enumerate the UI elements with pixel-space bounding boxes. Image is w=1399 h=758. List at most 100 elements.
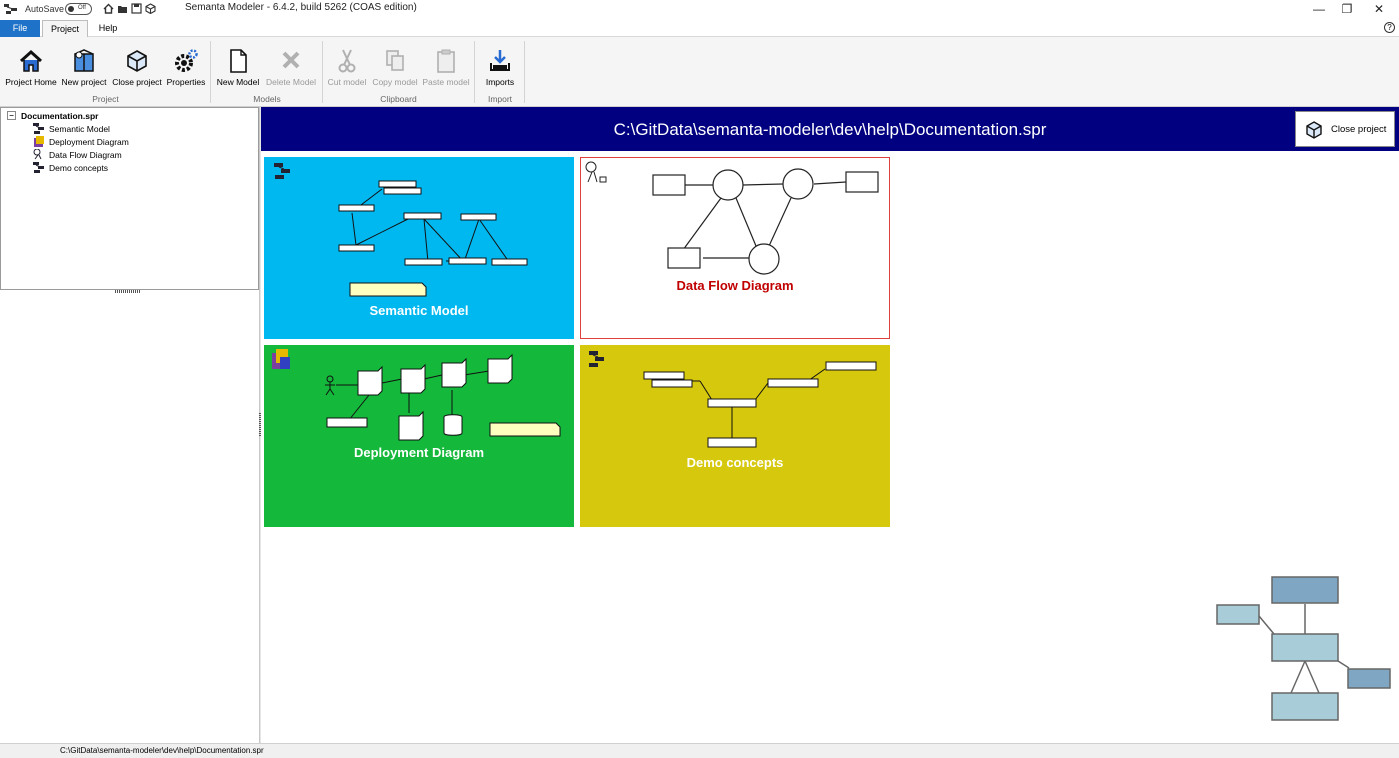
tree-root[interactable]: −Documentation.spr [7, 110, 98, 122]
new-document-icon [230, 49, 247, 73]
group-import-label: Import [487, 94, 513, 104]
cube-icon[interactable] [145, 3, 156, 14]
deployment-diagram-icon [272, 349, 290, 369]
ribbon-tabs: File Project Help ? [0, 20, 1399, 38]
actor-figure [325, 375, 335, 396]
project-tree: −Documentation.spr Semantic Model Deploy… [0, 107, 259, 290]
data-flow-diagram-icon [585, 161, 607, 183]
tab-help[interactable]: Help [98, 23, 118, 33]
close-window-button[interactable]: ✕ [1373, 2, 1385, 16]
help-icon[interactable]: ? [1384, 22, 1395, 33]
tree-root-label: Documentation.spr [21, 111, 99, 121]
tile-title: Demo concepts [686, 455, 784, 470]
delete-model-button[interactable]: Delete Model [263, 47, 319, 97]
close-project-ribbon-button[interactable]: Close project [111, 47, 163, 97]
close-project-label: Close project [112, 77, 162, 87]
copy-model-label: Copy model [372, 77, 418, 87]
tree-item-label: Data Flow Diagram [49, 150, 122, 160]
data-flow-diagram-icon [33, 149, 42, 160]
tree-item-label: Semantic Model [49, 124, 110, 134]
import-icon [490, 50, 510, 71]
gear-icon [175, 49, 198, 72]
tile-title: Semantic Model [369, 303, 469, 318]
splitter-grip [115, 290, 141, 293]
semantic-model-thumbnail [274, 163, 528, 297]
ribbon-separator [322, 41, 323, 103]
semantic-model-icon [33, 123, 44, 134]
save-icon[interactable] [131, 3, 142, 14]
demo-concepts-thumbnail [589, 351, 877, 448]
semantic-model-icon [589, 351, 604, 367]
project-home-label: Project Home [5, 77, 57, 87]
new-project-label: New project [61, 77, 107, 87]
ribbon-separator [474, 41, 475, 103]
tree-item-label: Demo concepts [49, 163, 109, 173]
cut-model-button[interactable]: Cut model [326, 47, 368, 97]
delete-icon [282, 51, 300, 69]
toggle-knob [68, 6, 74, 12]
tree-item-data-flow-diagram[interactable]: Data Flow Diagram [33, 149, 122, 161]
model-tile-data-flow-diagram[interactable]: Data Flow Diagram [580, 157, 890, 339]
new-model-button[interactable]: New Model [215, 47, 261, 97]
restore-button[interactable]: ❐ [1341, 2, 1353, 16]
paste-icon [437, 49, 455, 73]
status-path: C:\GitData\semanta-modeler\dev\help\Docu… [60, 746, 264, 755]
vertical-splitter[interactable] [259, 107, 261, 743]
imports-button[interactable]: Imports [478, 47, 522, 97]
app-watermark-graphic [1216, 576, 1391, 721]
paste-model-button[interactable]: Paste model [421, 47, 471, 97]
minimize-button[interactable]: — [1313, 2, 1325, 16]
app-logo-icon [4, 4, 17, 14]
window-title: Semanta Modeler - 6.4.2, build 5262 (COA… [185, 2, 417, 13]
horizontal-splitter[interactable] [0, 290, 259, 294]
scissors-icon [338, 49, 356, 73]
copy-icon [386, 50, 404, 71]
properties-button[interactable]: Properties [165, 47, 207, 97]
tab-project[interactable]: Project [42, 20, 88, 38]
model-tile-demo-concepts[interactable]: Demo concepts [580, 345, 890, 527]
project-header: C:\GitData\semanta-modeler\dev\help\Docu… [261, 107, 1399, 151]
model-tile-deployment-diagram[interactable]: Deployment Diagram [264, 345, 574, 527]
close-project-button[interactable]: Close project [1295, 111, 1395, 147]
deployment-thumbnail [272, 349, 561, 441]
tree-item-semantic-model[interactable]: Semantic Model [33, 123, 110, 135]
ribbon: Project Home New project Close project P… [0, 37, 1399, 107]
ribbon-separator [210, 41, 211, 103]
data-flow-thumbnail [585, 161, 879, 275]
tile-title: Data Flow Diagram [676, 278, 794, 293]
collapse-icon[interactable]: − [7, 111, 16, 120]
semantic-model-icon [33, 162, 44, 173]
project-home-button[interactable]: Project Home [4, 47, 58, 97]
title-bar: AutoSave Off Semanta Modeler - 6.4.2, bu… [0, 0, 1399, 18]
tree-item-deployment-diagram[interactable]: Deployment Diagram [33, 136, 129, 148]
autosave-toggle[interactable]: Off [65, 3, 92, 15]
paste-model-label: Paste model [422, 77, 470, 87]
tab-file[interactable]: File [0, 20, 40, 37]
splitter-grip [259, 412, 261, 436]
tree-item-demo-concepts[interactable]: Demo concepts [33, 162, 108, 174]
imports-label: Imports [485, 77, 515, 87]
project-path: C:\GitData\semanta-modeler\dev\help\Docu… [613, 120, 1047, 139]
deployment-diagram-icon [34, 136, 44, 147]
ribbon-separator [524, 41, 525, 103]
model-tile-semantic-model[interactable]: Semantic Model [264, 157, 574, 339]
group-clipboard-label: Clipboard [380, 94, 417, 104]
tile-title: Deployment Diagram [353, 445, 485, 460]
semantic-model-icon [274, 163, 290, 179]
group-project-label: Project [92, 94, 119, 104]
cube-icon [1306, 121, 1322, 139]
close-project-button-label: Close project [1331, 124, 1387, 135]
properties-label: Properties [166, 77, 206, 87]
autosave-label: AutoSave [25, 4, 65, 14]
new-project-icon [74, 49, 94, 72]
home-icon[interactable] [103, 3, 114, 14]
autosave-state: Off [78, 5, 86, 11]
open-folder-icon[interactable] [117, 3, 128, 14]
home-icon [19, 49, 43, 72]
group-models-label: Models [253, 94, 281, 104]
delete-model-label: Delete Model [265, 77, 317, 87]
cut-model-label: Cut model [327, 77, 367, 87]
copy-model-button[interactable]: Copy model [371, 47, 419, 97]
new-project-button[interactable]: New project [59, 47, 109, 97]
